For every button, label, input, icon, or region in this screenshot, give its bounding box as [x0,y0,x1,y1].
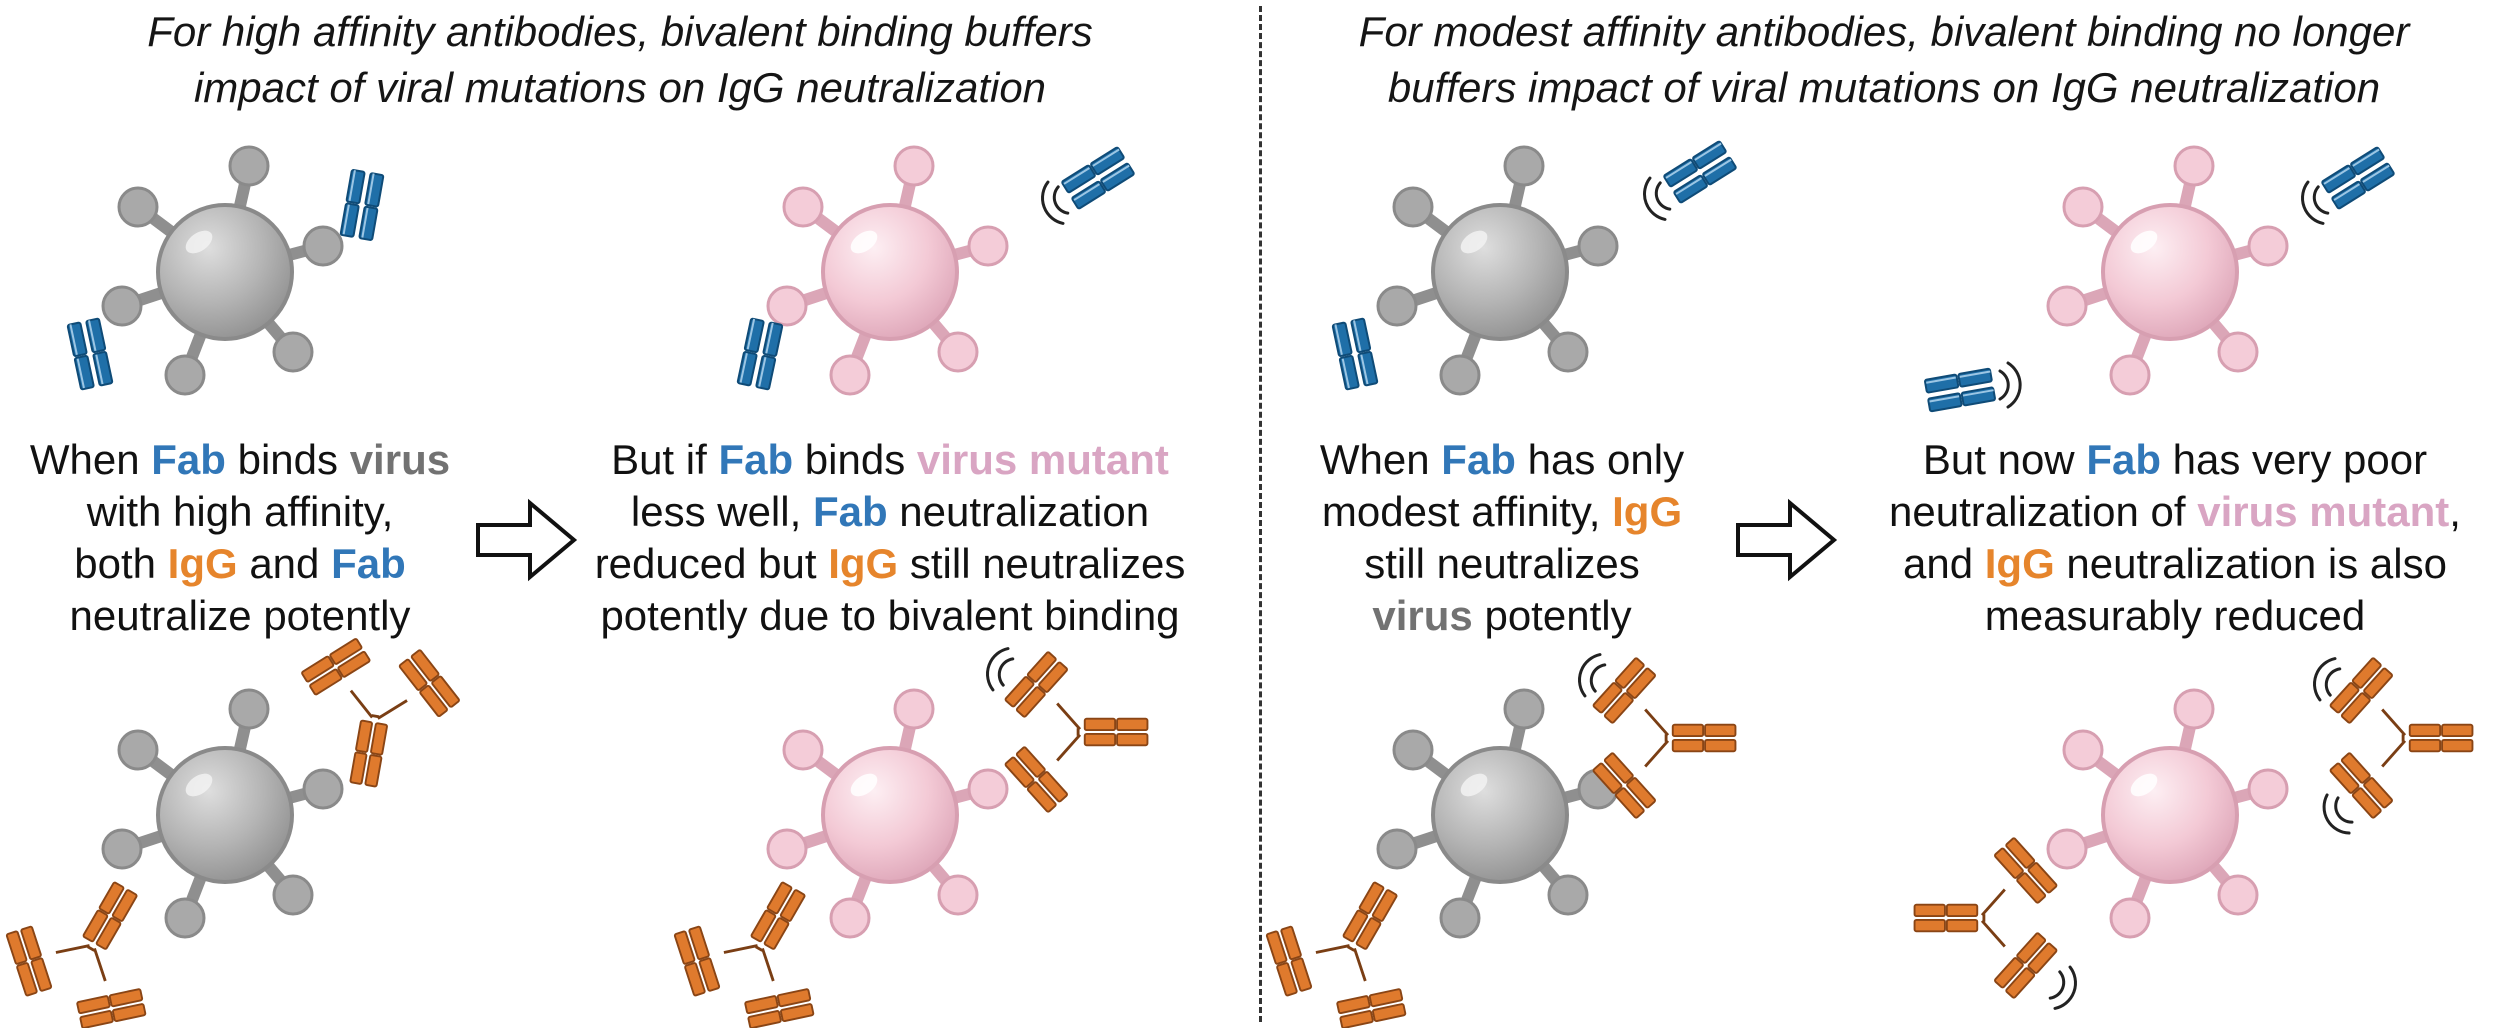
motion-lines-icon [2307,652,2345,705]
fab-fragment-icon [736,317,784,391]
caption-text: still neutralizes [1364,540,1640,587]
motion-lines-icon [1998,361,2022,409]
igg-antibody-icon [651,846,865,1028]
caption-term-igg: IgG [1612,488,1683,535]
virus-particle-icon [2048,147,2287,394]
caption-text: and [1903,540,1985,587]
caption-term-fab: Fab [151,436,226,483]
fab-fragment-icon [1923,367,1997,413]
caption-term-mut: virus mutant [2197,488,2450,535]
motion-lines-icon [2045,962,2083,1015]
igg-antibody-icon [1003,650,1149,814]
caption-line: both IgG and Fab [15,538,465,590]
caption-text: neutralization is also [2054,540,2447,587]
igg-antibody-icon [0,846,197,1028]
caption-line: and IgG neutralization is also [1860,538,2490,590]
caption-text: When [1319,436,1442,483]
caption-text: But if [611,436,719,483]
fab-fragment-icon [1060,145,1136,211]
caption-text: neutralize potently [69,592,411,639]
caption-text: less well, [630,488,813,535]
caption-line: potently due to bivalent binding [585,590,1195,642]
right-heading-line-2: buffers impact of viral mutations on IgG… [1387,64,2381,111]
caption-term-fab: Fab [331,540,406,587]
virus-particle-icon [768,147,1007,394]
motion-lines-icon [2315,789,2358,841]
caption-line: still neutralizes [1272,538,1732,590]
virus-particle-icon [2048,690,2287,937]
fab-fragment-icon [2320,145,2396,211]
caption-term-igg: IgG [828,540,899,587]
section-divider [1259,6,1262,1022]
virus-particle-icon [103,147,342,394]
right-heading: For modest affinity antibodies, bivalent… [1268,4,2500,116]
caption-line: reduced but IgG still neutralizes [585,538,1195,590]
igg-antibody-icon [1243,846,1457,1028]
caption-text: potently [1472,592,1632,639]
fab-fragment-icon [339,168,385,242]
caption-line: When Fab has only [1272,434,1732,486]
caption-text: both [74,540,168,587]
motion-lines-icon [1572,648,1610,701]
caption-text: has only [1515,436,1685,483]
caption-line: neutralize potently [15,590,465,642]
fab-fragment-icon [66,317,114,391]
caption-line: modest affinity, IgG [1272,486,1732,538]
caption-term-igg: IgG [1984,540,2055,587]
caption-term-mut: virus mutant [916,436,1169,483]
left-heading: For high affinity antibodies, bivalent b… [0,4,1240,116]
caption-line: with high affinity, [15,486,465,538]
caption-line: neutralization of virus mutant, [1860,486,2490,538]
caption-line: virus potently [1272,590,1732,642]
caption-term-fab: Fab [2086,436,2161,483]
caption-term-virus: virus [349,436,451,483]
igg-antibody-icon [2328,656,2474,820]
virus-particle-icon [103,690,342,937]
caption-text: measurably reduced [1984,592,2366,639]
caption-text: with high affinity, [86,488,394,535]
caption-text: reduced but [594,540,829,587]
caption-term-fab: Fab [718,436,794,483]
virus-particle-icon [1378,147,1617,394]
caption-line: When Fab binds virus [15,434,465,486]
caption-text: neutralization of [1889,488,2198,535]
right-arrow-icon [476,501,576,579]
caption-term-igg: IgG [167,540,238,587]
caption-term-virus: virus [1372,592,1473,639]
caption-line: measurably reduced [1860,590,2490,642]
left-heading-line-2: impact of viral mutations on IgG neutral… [193,64,1047,111]
caption-term-fab: Fab [1441,436,1516,483]
caption-text: modest affinity, [1321,488,1613,535]
caption-text: has very poor [2160,436,2428,483]
caption-text: binds [793,436,917,483]
caption-text: , [2449,488,2461,535]
virus-particle-icon [768,690,1007,937]
caption-text: and [237,540,332,587]
left-heading-line-1: For high affinity antibodies, bivalent b… [147,8,1093,55]
caption-term-fab: Fab [812,488,888,535]
right-heading-line-1: For modest affinity antibodies, bivalent… [1358,8,2410,55]
caption-text: potently due to bivalent binding [600,592,1180,639]
virus-particle-icon [1378,690,1617,937]
caption-text: When [29,436,152,483]
caption-text: still neutralizes [898,540,1186,587]
fab-fragment-icon [1662,139,1738,205]
motion-lines-icon [980,642,1018,695]
caption-text: neutralization [887,488,1150,535]
caption-text: binds [225,436,350,483]
igg-antibody-icon [1913,836,2059,1000]
caption-text: But now [1922,436,2087,483]
fab-fragment-icon [1331,317,1379,391]
caption-line: But now Fab has very poor [1860,434,2490,486]
caption-line: less well, Fab neutralization [585,486,1195,538]
caption-line: But if Fab binds virus mutant [585,434,1195,486]
right-arrow-icon [1736,501,1836,579]
